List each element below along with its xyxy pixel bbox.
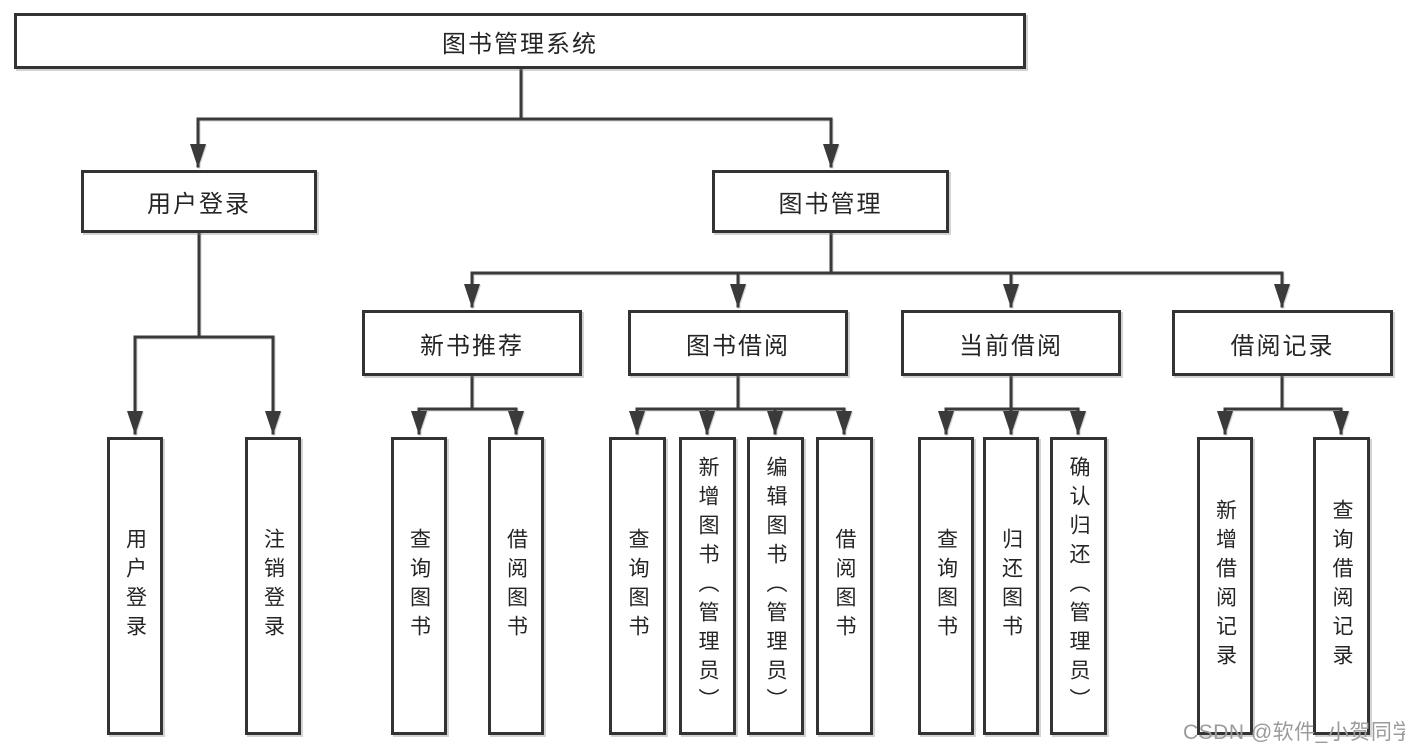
connector-book-borrowing [629,374,852,435]
watermark: CSDN @软件_小贺同学 [1183,721,1405,744]
node-current-borrowing: 当前借阅 [901,310,1121,376]
node-root: 图书管理系统 [14,13,1026,69]
node-book-borrowing: 图书借阅 [628,310,848,376]
node-leaf-return-books: 归还图书 [983,437,1039,735]
connector-current-borrowing [938,374,1086,435]
connector-book-management [464,231,1290,308]
node-leaf-logout: 注销登录 [245,437,301,735]
node-leaf-query-borrow-record: 查询借阅记录 [1313,437,1370,735]
node-leaf-confirm-return-admin: 确认归还（管理员） [1050,437,1107,735]
node-leaf-borrow-books-2: 借阅图书 [816,437,873,735]
node-leaf-add-book-admin: 新增图书（管理员） [679,437,736,735]
node-leaf-query-books-3: 查询图书 [918,437,974,735]
connector-new-book-recommend [411,374,524,435]
node-new-book-recommend: 新书推荐 [362,310,582,376]
node-leaf-add-borrow-record: 新增借阅记录 [1197,437,1253,735]
node-user-login: 用户登录 [81,170,317,233]
node-leaf-query-books-1: 查询图书 [391,437,447,735]
node-leaf-user-login: 用户登录 [107,437,163,735]
node-leaf-borrow-books-1: 借阅图书 [488,437,544,735]
node-leaf-query-books-2: 查询图书 [609,437,666,735]
connector-root [190,67,839,168]
node-leaf-edit-book-admin: 编辑图书（管理员） [747,437,804,735]
node-borrowing-records: 借阅记录 [1172,310,1393,376]
connector-borrowing-records [1217,374,1349,435]
node-book-management: 图书管理 [712,170,949,233]
connector-user-login [127,231,281,435]
